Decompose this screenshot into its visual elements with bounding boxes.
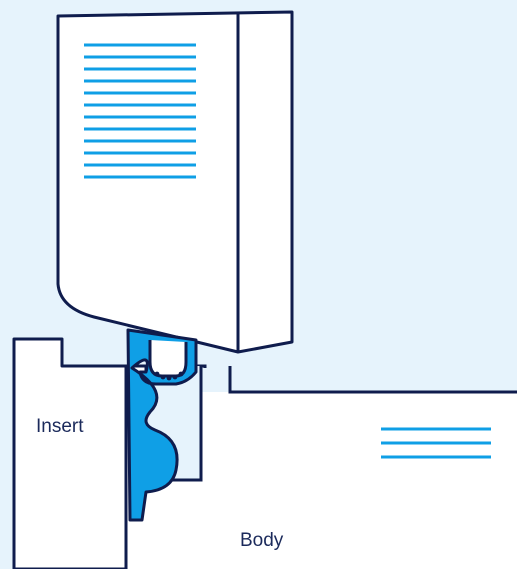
seal-beads	[154, 371, 184, 381]
body-label: Body	[240, 530, 284, 551]
panel-hatching	[84, 43, 196, 179]
body-part	[126, 366, 517, 569]
body-hatching	[381, 427, 491, 459]
insert-part	[12, 337, 128, 569]
seal-hollow	[148, 340, 188, 378]
seal-gasket	[126, 328, 198, 522]
top-panel	[56, 10, 294, 354]
body-top-outline	[228, 366, 517, 394]
insert-label: Insert	[36, 416, 84, 437]
